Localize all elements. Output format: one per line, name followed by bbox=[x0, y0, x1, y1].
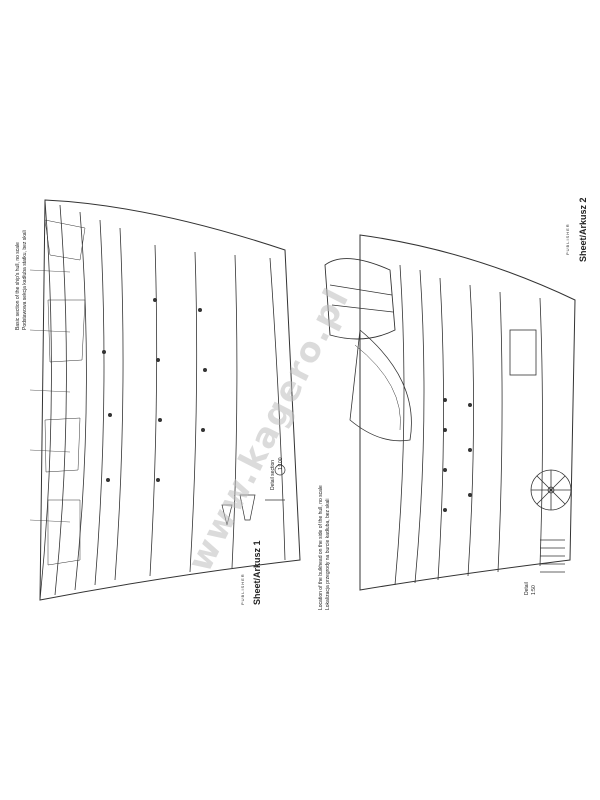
sheet1-note-top: Basic section of the ship's hull, no sca… bbox=[15, 242, 21, 330]
sheet1-title: Sheet/Arkusz 1 bbox=[252, 540, 262, 605]
sheet2-publisher: PUBLISHER bbox=[565, 223, 570, 255]
portholes bbox=[102, 298, 472, 512]
left-hull-drawing bbox=[29, 199, 301, 601]
sheet2-note-bottom: Location of the bulkhead on the side of … bbox=[318, 485, 324, 610]
sheet2-detail-note: Detail bbox=[524, 582, 530, 595]
sheet1-publisher: PUBLISHER bbox=[240, 573, 245, 605]
sheet2-note-bottom-pl: Lokalizacja przegrody na burcie kadłuba,… bbox=[325, 498, 331, 610]
sheet1-side-scale: 1:100 bbox=[278, 457, 284, 470]
sheet1-note-top-pl: Podstawowa sekcja kadłuba statku, bez sk… bbox=[22, 230, 28, 330]
sheet2-detail-scale: 1:50 bbox=[531, 585, 537, 595]
left-detail-parts bbox=[221, 464, 286, 526]
wheel-detail bbox=[530, 469, 572, 511]
right-hull-drawing bbox=[324, 234, 576, 591]
ladder-detail bbox=[540, 539, 565, 573]
sheet2-title: Sheet/Arkusz 2 bbox=[578, 197, 588, 262]
